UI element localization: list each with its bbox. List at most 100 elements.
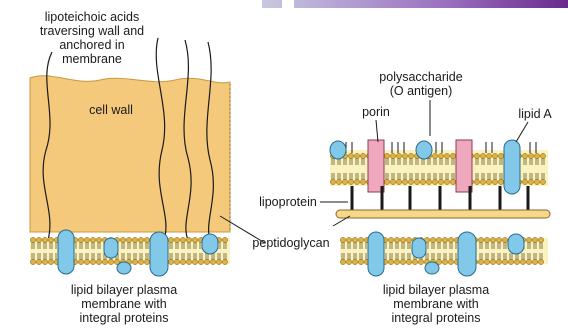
lipid-head — [192, 237, 197, 242]
cell-wall-label: cell wall — [89, 103, 133, 117]
lipid-head — [406, 237, 411, 242]
lipid-head — [408, 153, 413, 158]
lipid-head — [444, 179, 449, 184]
lipid-head — [352, 237, 357, 242]
lipid-head — [480, 153, 485, 158]
lipid-head — [444, 153, 449, 158]
top-banner-fragment — [262, 0, 568, 8]
lipoteichoic-label-line4: membrane — [62, 52, 122, 66]
lipid-head — [450, 179, 455, 184]
porin-label: porin — [362, 105, 390, 119]
lipid-head — [490, 259, 495, 264]
lipid-head — [48, 237, 53, 242]
lipid-head — [330, 179, 335, 184]
lipid-head — [222, 237, 227, 242]
outer-membrane-protein — [330, 141, 346, 159]
lipid-head — [442, 259, 447, 264]
lipid-head — [484, 237, 489, 242]
lipid-head — [42, 259, 47, 264]
lipoprotein-label: lipoprotein — [259, 195, 317, 209]
lipid-head — [540, 179, 545, 184]
lipid-head — [186, 237, 191, 242]
lipid-head — [180, 237, 185, 242]
lipid-head — [90, 237, 95, 242]
lipid-head — [534, 153, 539, 158]
lipid-head — [438, 153, 443, 158]
lipoteichoic-label-line2: traversing wall and — [40, 24, 144, 38]
lipid-head — [390, 179, 395, 184]
lipid-head — [84, 237, 89, 242]
lipid-head — [402, 179, 407, 184]
lipid-head — [484, 259, 489, 264]
peptidoglycan-layer — [336, 210, 550, 218]
lipid-head — [384, 179, 389, 184]
lipid-head — [354, 153, 359, 158]
lipid-head — [354, 179, 359, 184]
lipid-a-leader — [516, 122, 528, 142]
lipid-head — [396, 153, 401, 158]
lipid-head — [168, 237, 173, 242]
integral-protein — [425, 262, 439, 274]
lipid-head — [508, 259, 513, 264]
lipid-head — [168, 259, 173, 264]
lipid-head — [526, 259, 531, 264]
lipid-head — [528, 153, 533, 158]
lipid-head — [78, 259, 83, 264]
lipid-head — [532, 237, 537, 242]
lipid-head — [486, 153, 491, 158]
lipid-head — [418, 259, 423, 264]
porin-leader — [376, 120, 378, 142]
lipid-head — [360, 153, 365, 158]
integral-protein — [202, 234, 218, 254]
lipid-head — [442, 237, 447, 242]
lipid-head — [532, 259, 537, 264]
integral-protein — [368, 232, 384, 276]
cell-wall — [30, 76, 230, 232]
lipid-head — [538, 237, 543, 242]
lipid-head — [538, 259, 543, 264]
integral-protein — [104, 238, 118, 258]
top-banner-white-gap — [282, 0, 294, 8]
lipid-head — [496, 259, 501, 264]
lipid-head — [388, 259, 393, 264]
lipid-head — [520, 259, 525, 264]
polysaccharide-label-line2: (O antigen) — [390, 84, 453, 98]
left-membrane-label-line2: membrane with — [81, 297, 166, 311]
lipid-head — [348, 179, 353, 184]
lipid-head — [174, 259, 179, 264]
lipid-head — [486, 179, 491, 184]
lipid-head — [198, 259, 203, 264]
lipid-head — [528, 179, 533, 184]
lipid-head — [514, 259, 519, 264]
outer-membrane-protein — [416, 141, 432, 159]
lipid-head — [390, 153, 395, 158]
lipid-head — [448, 237, 453, 242]
lipid-head — [132, 237, 137, 242]
lipid-head — [492, 153, 497, 158]
lipid-head — [216, 259, 221, 264]
lipid-head — [396, 179, 401, 184]
lipid-head — [432, 153, 437, 158]
lipid-head — [402, 153, 407, 158]
lipid-head — [138, 237, 143, 242]
lipid-head — [522, 179, 527, 184]
lipid-head — [414, 179, 419, 184]
integral-protein — [117, 262, 131, 274]
lipid-head — [534, 179, 539, 184]
lipid-head — [426, 179, 431, 184]
right-membrane-label-line3: integral proteins — [392, 311, 481, 325]
lipid-head — [420, 179, 425, 184]
right-membrane-label-line1: lipid bilayer plasma — [383, 283, 489, 297]
integral-protein — [150, 232, 168, 276]
lipid-head — [174, 237, 179, 242]
lipid-head — [132, 259, 137, 264]
lipid-head — [478, 259, 483, 264]
lipid-head — [36, 237, 41, 242]
lipid-head — [522, 153, 527, 158]
lipoteichoic-label-line1: lipoteichoic acids — [45, 10, 140, 24]
lipid-head — [432, 179, 437, 184]
lipid-head — [180, 259, 185, 264]
lipid-head — [108, 259, 113, 264]
lipid-head — [502, 237, 507, 242]
